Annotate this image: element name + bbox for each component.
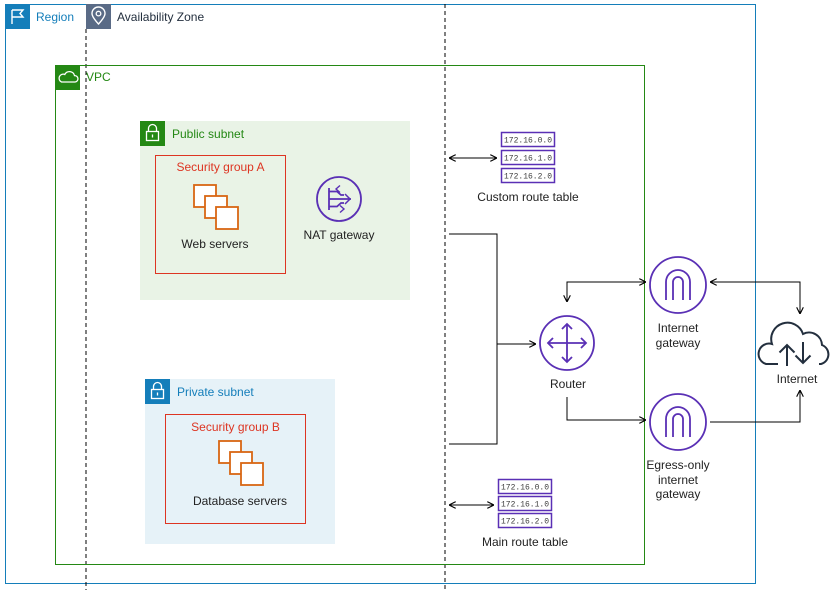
nat-gateway-icon [316,176,362,222]
security-group-b [165,414,306,524]
router-icon [539,315,595,371]
availability-zone-label: Availability Zone [117,10,205,24]
security-group-b-label: Security group B [191,420,280,434]
web-servers-label: Web servers [181,237,249,251]
egress-only-gateway-label: Egress-only internet gateway [628,458,728,502]
internet-gateway-label-line2: gateway [655,336,701,350]
database-servers-label: Database servers [192,494,288,508]
internet-cloud-icon [757,321,830,366]
web-servers-icon [193,184,239,230]
main-route-entry: 172.16.1.0 [501,501,549,510]
private-subnet-connector [449,344,498,445]
az-location-icon [86,4,111,29]
egress-only-gateway-label-line2: internet [657,472,699,487]
main-route-table-icon: 172.16.0.0 172.16.1.0 172.16.2.0 [497,478,553,529]
nat-gateway-label: NAT gateway [303,228,375,242]
egress-only-gateway-label-line1: Egress-only [646,458,710,472]
router-label: Router [549,377,587,391]
region-label: Region [36,10,75,24]
egress-only-gateway-label-line3: gateway [655,487,701,501]
igw-to-internet-connector [710,282,800,314]
vpc-cloud-icon [55,65,80,90]
vpc-container [55,65,645,565]
internet-gateway-label-line1: Internet [657,321,699,335]
main-route-table-label: Main route table [481,535,569,549]
custom-route-table-icon: 172.16.0.0 172.16.1.0 172.16.2.0 [500,131,556,184]
private-subnet-lock-icon [145,379,170,404]
main-route-entry: 172.16.2.0 [501,518,549,527]
vpc-label: VPC [86,70,111,84]
connectors [449,158,800,505]
internet-label: Internet [776,372,818,386]
public-subnet [140,121,410,300]
internet-gateway-label: Internet gateway [628,321,728,351]
eigw-to-internet-connector [710,390,800,423]
main-route-entry: 172.16.0.0 [501,484,549,493]
database-servers-icon [218,440,264,486]
public-subnet-lock-icon [140,121,165,146]
router-to-eigw-connector [566,397,646,420]
public-subnet-connector [449,233,498,344]
security-group-a [155,155,286,274]
custom-route-entry: 172.16.0.0 [504,137,552,146]
router-to-igw-connector [567,282,646,302]
region-flag-icon [5,4,30,29]
private-subnet-label: Private subnet [177,385,254,399]
public-subnet-label: Public subnet [172,127,245,141]
custom-route-entry: 172.16.1.0 [504,155,552,164]
security-group-a-label: Security group A [176,160,265,174]
internet-gateway-icon [649,256,707,314]
custom-route-table-label: Custom route table [477,190,579,204]
custom-route-entry: 172.16.2.0 [504,173,552,182]
egress-only-gateway-icon [649,393,707,451]
